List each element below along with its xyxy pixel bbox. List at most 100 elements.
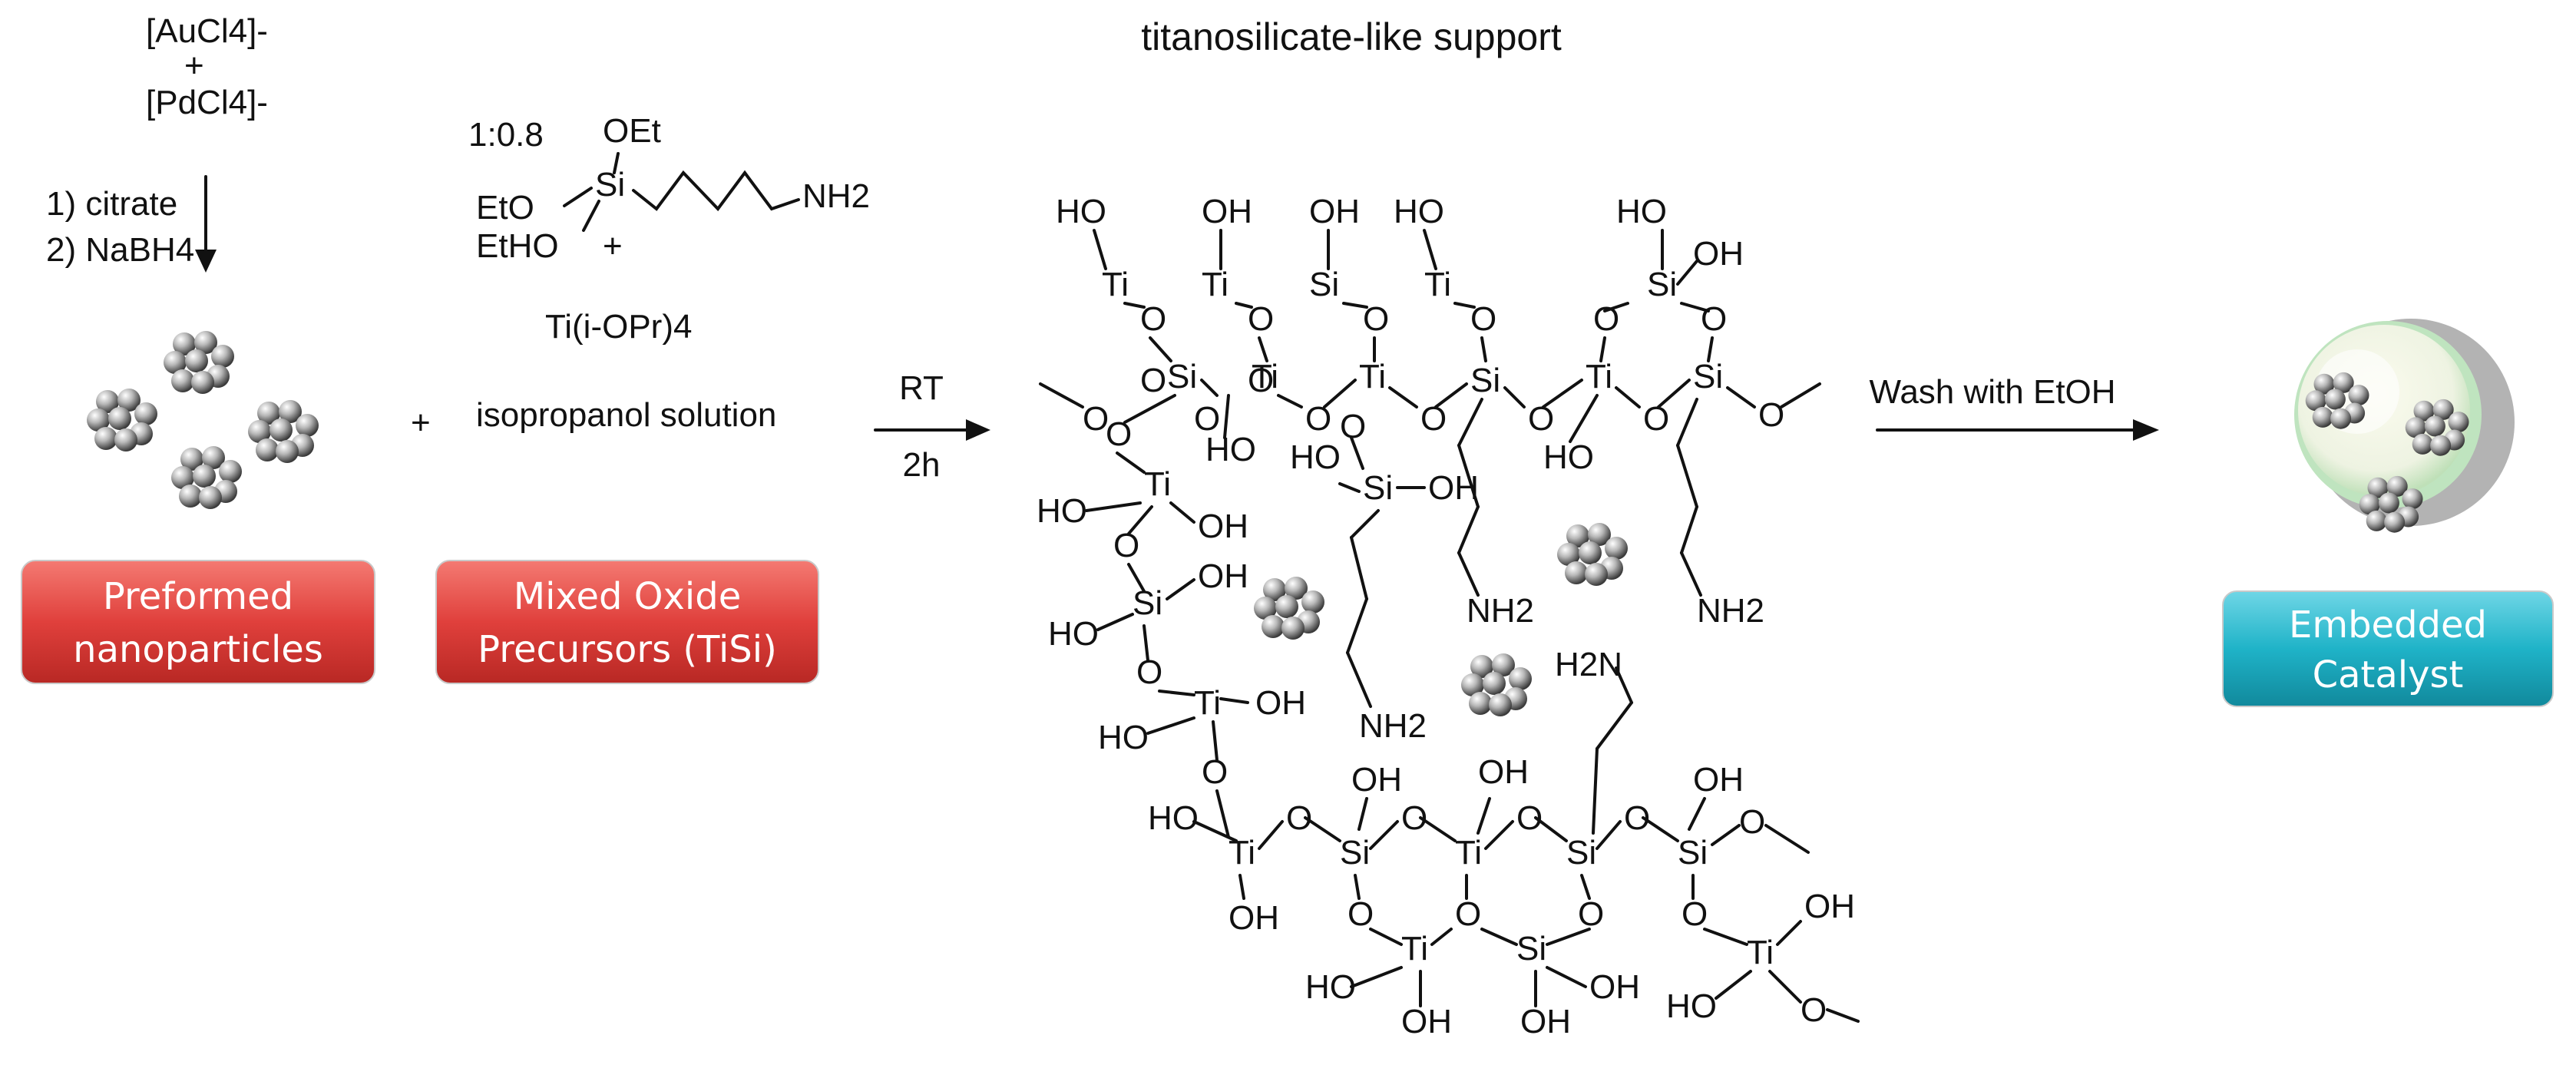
atom-ho: HO [1205, 431, 1256, 468]
atom-oh: OH [1804, 888, 1855, 925]
nanoparticle-cluster [248, 400, 319, 463]
atom-o: O [1516, 799, 1543, 837]
nanoparticle-cluster [1461, 653, 1532, 716]
mix-plus: + [411, 404, 431, 442]
atom-si: Si [1647, 266, 1677, 303]
nanoparticle-cluster [164, 331, 234, 394]
atom-ho: HO [1305, 968, 1356, 1006]
atom-o: O [1578, 895, 1604, 933]
atom-o: O [1140, 362, 1166, 399]
atom-oh: OH [1198, 557, 1248, 595]
atom-si: Si [1470, 362, 1500, 399]
atom-ti: Ti [1359, 358, 1386, 395]
silane-eto: EtO [476, 189, 534, 227]
propyl-chain [632, 170, 800, 212]
atom-si: Si [1309, 266, 1339, 303]
atom-ti: Ti [1455, 834, 1482, 872]
atom-si: Si [1693, 358, 1723, 395]
silane-si: Si [595, 166, 625, 203]
atom-ho: HO [1290, 438, 1341, 476]
atom-ho: HO [1056, 193, 1106, 230]
atom-ho: HO [1098, 719, 1149, 756]
pd-precursor: [PdCl4]- [146, 84, 268, 121]
atom-o: O [1202, 753, 1228, 791]
atom-o: O [1113, 527, 1139, 564]
step-citrate: 1) citrate [46, 185, 177, 223]
atom-ti: Ti [1747, 934, 1774, 971]
atom-ti: Ti [1424, 266, 1451, 303]
nanoparticle-cluster [1557, 523, 1628, 586]
atom-o: O [1758, 396, 1784, 434]
reaction-arrow-head [966, 419, 990, 441]
atom-ho: HO [1616, 193, 1667, 230]
preformed-nanoparticles-box: Preformed nanoparticles [21, 560, 375, 684]
atom-si: Si [1363, 469, 1393, 507]
atom-oh: OH [1401, 1003, 1452, 1040]
atom-o: O [1739, 803, 1765, 841]
atom-si: Si [1516, 930, 1546, 967]
atom-ti: Ti [1586, 358, 1612, 395]
atom-o: O [1455, 895, 1481, 933]
atom-si: Si [1340, 834, 1370, 872]
atom-si: Si [1678, 834, 1708, 872]
atom-si: Si [1167, 358, 1197, 395]
atom-o: O [1083, 400, 1109, 438]
solvent-label: isopropanol solution [476, 396, 776, 434]
atom-o: O [1801, 991, 1827, 1029]
atom-ho: HO [1148, 799, 1199, 837]
silane-plus: + [603, 227, 623, 265]
atom-o: O [1194, 400, 1220, 438]
box-label-line1: Embedded [2289, 604, 2487, 647]
atom-oh: OH [1520, 1003, 1571, 1040]
atom-ti: Ti [1194, 684, 1221, 722]
atom-ti: Ti [1252, 358, 1278, 395]
atom-o: O [1136, 653, 1162, 691]
embedded-catalyst-box: Embedded Catalyst [2222, 590, 2554, 707]
silane-oet: OEt [603, 112, 661, 150]
box-label-line2: Precursors (TiSi) [478, 628, 777, 671]
box-label-line2: Catalyst [2313, 653, 2464, 696]
molar-ratio: 1:0.8 [468, 116, 544, 154]
silane-nh2: NH2 [802, 177, 870, 215]
atom-o: O [1348, 895, 1374, 933]
reduction-arrow-head [195, 250, 217, 273]
atom-ho: HO [1394, 193, 1444, 230]
atom-o: O [1420, 400, 1447, 438]
atom-oh: OH [1228, 899, 1279, 937]
atom-nh2: NH2 [1359, 707, 1427, 745]
atom-oh: OH [1428, 469, 1479, 507]
atom-oh: OH [1309, 193, 1360, 230]
atom-si: Si [1566, 834, 1596, 872]
atom-oh: OH [1693, 235, 1744, 273]
atom-oh: OH [1478, 753, 1529, 791]
atom-o: O [1682, 895, 1708, 933]
catalyst-sphere [2294, 319, 2515, 533]
atom-o: O [1248, 362, 1274, 399]
atom-oh: OH [1198, 508, 1248, 545]
atom-ho: HO [1048, 615, 1099, 653]
atom-nh2: NH2 [1467, 592, 1534, 630]
atom-ho: HO [1666, 987, 1717, 1025]
atom-o: O [1701, 300, 1727, 338]
box-label-line1: Preformed [103, 575, 293, 618]
diagram-title: titanosilicate-like support [1141, 15, 1562, 58]
wash-arrow-head [2133, 419, 2159, 441]
atom-ti: Ti [1102, 266, 1129, 303]
atom-ti: Ti [1401, 930, 1428, 967]
atom-ti: Ti [1144, 465, 1171, 503]
titanosilicate-network: HO Ti O OH Ti O OH Si O HO Ti O HO OH Si… [1037, 193, 1860, 1040]
nanoparticle-cluster [1254, 577, 1324, 640]
atom-oh: OH [1589, 968, 1640, 1006]
atom-h2n: H2N [1555, 646, 1622, 683]
atom-oh: OH [1202, 193, 1252, 230]
atom-o: O [1643, 400, 1669, 438]
atom-ho: HO [1037, 492, 1087, 530]
precursor-plus: + [184, 47, 204, 84]
au-precursor: [AuCl4]- [146, 12, 268, 50]
condition-time: 2h [903, 446, 941, 484]
condition-temperature: RT [899, 369, 944, 407]
step-nabh4: 2) NaBH4 [46, 231, 194, 269]
box-label-line1: Mixed Oxide [514, 575, 741, 618]
ti-isopropoxide: Ti(i-OPr)4 [545, 308, 692, 346]
